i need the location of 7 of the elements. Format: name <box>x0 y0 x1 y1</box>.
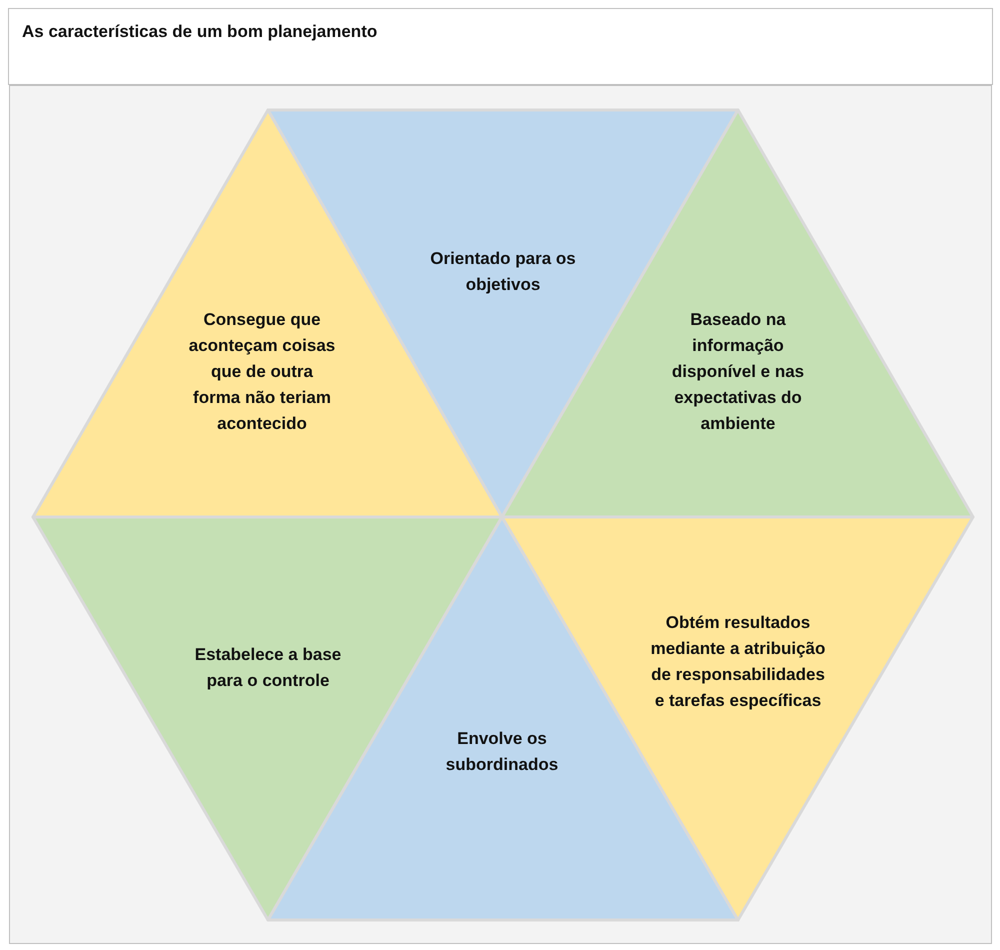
segment-text: Consegue que aconteçam coisas que de outra forma não teriam acontecido <box>188 309 336 435</box>
segment-text: Obtém resultados mediante a atribuição de responsabilidades e tarefas específicas <box>650 612 826 712</box>
segment-text: Orientado para os objetivos <box>429 248 577 296</box>
segment-text: Envolve os subordinados <box>444 728 560 776</box>
title: As características de um bom planejamento <box>22 22 378 42</box>
segment-text: Baseado na informação disponível e nas expectativas do ambiente <box>670 309 806 435</box>
segment-text: Estabelece a base para o controle <box>194 644 342 692</box>
